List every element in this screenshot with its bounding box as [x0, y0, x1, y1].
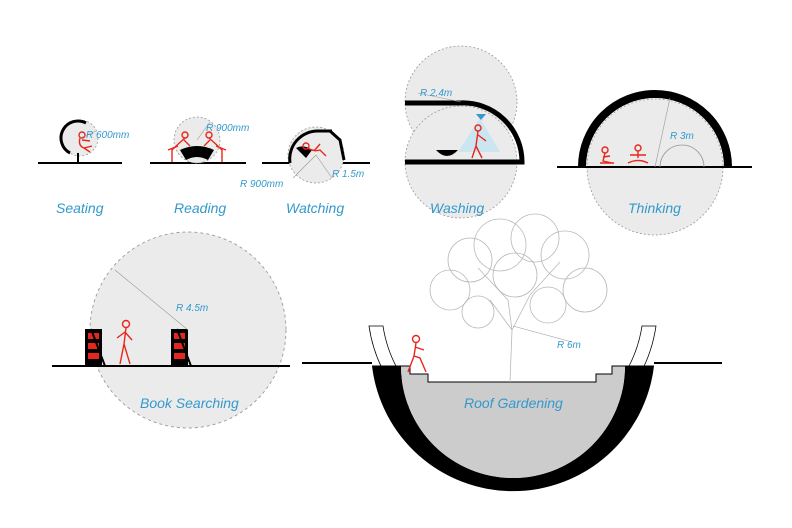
- washing-basin: [436, 150, 458, 156]
- washing-shell: [405, 100, 525, 165]
- washing-radius-label: R 2.4m: [420, 88, 452, 99]
- watching-radius-b-label: R 1.5m: [332, 169, 364, 180]
- washing-shower-head-icon: [476, 114, 486, 120]
- watching-diagram: R 900mm R 1.5m Watching: [240, 126, 370, 216]
- thinking-person-right-icon: [627, 144, 649, 164]
- washing-person-icon: [471, 124, 487, 159]
- roof-gardening-bowl: [372, 366, 654, 492]
- washing-diagram: R 2.4m Washing: [404, 45, 525, 219]
- roof-gardening-diagram: R 6m Roof Gardening: [302, 213, 722, 492]
- watching-seat: [296, 146, 312, 158]
- seating-person-icon: [78, 131, 93, 153]
- thinking-inner-arc: [659, 144, 705, 168]
- book-searching-ladder-right-icon: [171, 328, 192, 367]
- seating-radius-label: R 600mm: [86, 130, 129, 141]
- watching-caption: Watching: [286, 200, 344, 216]
- watching-screen: [328, 129, 346, 161]
- thinking-dome: [578, 90, 732, 168]
- book-searching-person-icon: [116, 319, 133, 365]
- book-searching-diagram: R 4.5m Book Searching: [52, 231, 290, 429]
- watching-person-icon: [302, 142, 327, 157]
- washing-radius-line: [417, 92, 462, 103]
- reading-person-left-icon: [167, 131, 191, 162]
- washing-caption: Washing: [430, 200, 484, 216]
- seating-caption: Seating: [56, 200, 104, 216]
- reading-person-right-icon: [203, 131, 227, 162]
- watching-radius-line-a: [292, 154, 317, 179]
- reading-diagram: R 900mm Reading: [150, 116, 249, 216]
- book-searching-caption: Book Searching: [140, 395, 239, 411]
- thinking-caption: Thinking: [628, 200, 681, 216]
- roof-gardening-steps: [372, 365, 654, 383]
- seating-radius-line: [79, 130, 97, 139]
- watching-radius-line-b: [315, 154, 333, 179]
- book-searching-radius-line: [114, 269, 189, 331]
- book-searching-ladder-left-icon: [85, 328, 106, 367]
- thinking-radius-label: R 3m: [670, 131, 694, 142]
- reading-bench: [180, 146, 214, 160]
- seating-diagram: R 600mm Seating: [38, 119, 129, 216]
- roof-gardening-caption: Roof Gardening: [464, 395, 563, 411]
- roof-gardening-tree-icon: [429, 213, 608, 383]
- seating-chair-shell: [59, 119, 87, 155]
- thinking-radius-line: [654, 97, 671, 168]
- reading-radius-line: [196, 121, 211, 141]
- thinking-person-left-icon: [600, 146, 614, 164]
- reading-radius-label: R 900mm: [206, 123, 249, 134]
- book-searching-radius-label: R 4.5m: [176, 303, 208, 314]
- roof-gardening-soil: [401, 366, 625, 478]
- roof-gardening-person-icon: [407, 334, 427, 373]
- roof-gardening-radius-line: [512, 325, 573, 343]
- reading-caption: Reading: [174, 200, 226, 216]
- watching-radius-a-label: R 900mm: [240, 179, 283, 190]
- watching-shell: [288, 129, 332, 164]
- roof-gardening-radius-label: R 6m: [557, 340, 581, 351]
- thinking-diagram: R 3m Thinking: [557, 90, 752, 236]
